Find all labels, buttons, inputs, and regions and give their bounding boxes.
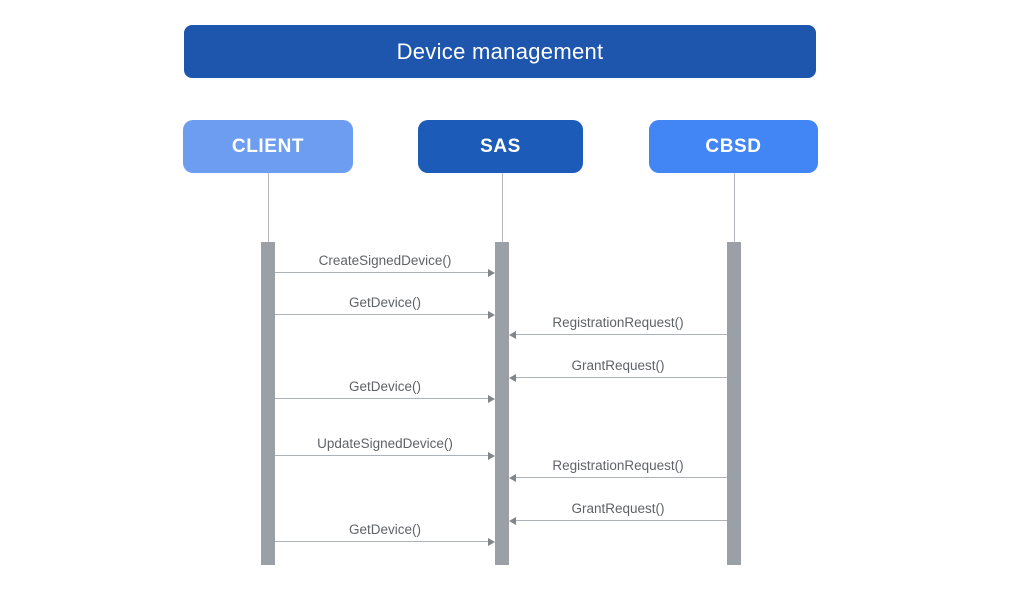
message-arrowhead — [488, 537, 495, 546]
message-arrow-line — [275, 541, 489, 543]
message-arrowhead — [509, 373, 516, 382]
message-label: GetDevice() — [348, 379, 422, 394]
lifeline-cbsd — [734, 173, 735, 242]
message-arrow-line — [275, 272, 489, 274]
actor-box-cbsd: CBSD — [649, 120, 818, 173]
actor-box-sas: SAS — [418, 120, 583, 173]
message-arrow-line — [515, 377, 727, 379]
message-arrow-line — [275, 314, 489, 316]
message-label: UpdateSignedDevice() — [317, 436, 453, 451]
message-label: RegistrationRequest() — [552, 458, 684, 473]
actor-box-client: CLIENT — [183, 120, 353, 173]
message-arrow-line — [515, 477, 727, 479]
message-label: GetDevice() — [348, 295, 422, 310]
message-arrowhead — [488, 268, 495, 277]
message-arrow-line — [515, 334, 727, 336]
activation-bar-cbsd — [727, 242, 741, 565]
message-arrowhead — [509, 330, 516, 339]
message-arrow-line — [515, 520, 727, 522]
message-arrowhead — [488, 310, 495, 319]
message-label: CreateSignedDevice() — [318, 253, 452, 268]
message-label: GetDevice() — [348, 522, 422, 537]
message-arrowhead — [488, 451, 495, 460]
message-label: GrantRequest() — [571, 358, 665, 373]
message-arrowhead — [509, 473, 516, 482]
message-arrowhead — [509, 516, 516, 525]
message-arrow-line — [275, 455, 489, 457]
activation-bar-client — [261, 242, 275, 565]
lifeline-sas — [502, 173, 503, 242]
activation-bar-sas — [495, 242, 509, 565]
diagram-title: Device management — [184, 25, 816, 78]
message-label: GrantRequest() — [571, 501, 665, 516]
message-arrow-line — [275, 398, 489, 400]
lifeline-client — [268, 173, 269, 242]
message-label: RegistrationRequest() — [552, 315, 684, 330]
message-arrowhead — [488, 394, 495, 403]
